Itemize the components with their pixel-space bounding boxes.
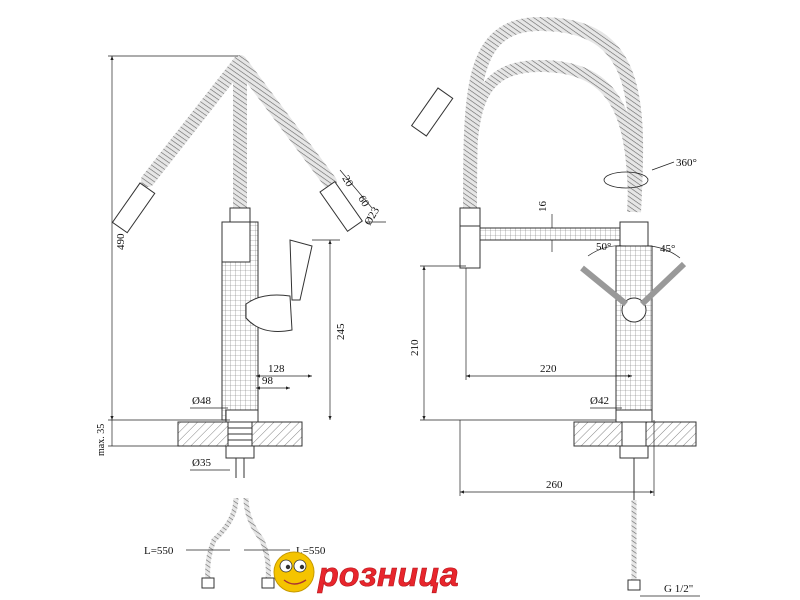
hose-inner-loop (464, 59, 640, 213)
dim-d48: Ø48 (192, 395, 211, 407)
spray-head-right (319, 180, 363, 233)
shank-nut (225, 445, 255, 459)
dimension-labels: 490 max. 35 Ø48 Ø35 128 98 245 20 60 Ø23… (96, 157, 697, 595)
dim-490: 490 (115, 233, 127, 250)
roznica-logo: розница (273, 551, 459, 594)
lever-pivot (621, 297, 647, 323)
front-view-dimensions (420, 161, 700, 597)
lever-pos-left (580, 265, 628, 307)
hose-nut-right (261, 577, 275, 589)
front-view (410, 16, 697, 591)
dim-220: 220 (540, 363, 557, 375)
logo-text: розница (317, 556, 459, 594)
side-view (111, 55, 363, 589)
base-ring (225, 409, 259, 423)
hose-nut-left (201, 577, 215, 589)
supply-hose-left (205, 497, 239, 581)
spout-collar (459, 207, 481, 229)
dim-360: 360° (676, 157, 697, 169)
dim-50deg: 50° (596, 241, 611, 253)
supply-hose-right (243, 497, 271, 581)
dim-98: 98 (262, 375, 274, 387)
side-view-dimensions (108, 55, 386, 551)
dim-245: 245 (335, 323, 347, 340)
dim-d42: Ø42 (590, 395, 609, 407)
mascot-face (273, 551, 315, 593)
dim-20: 20 (339, 174, 355, 190)
supply-tubes (235, 458, 245, 478)
dim-60: 60 (355, 194, 371, 210)
lever-hub (245, 294, 293, 332)
front-shank-nut (619, 445, 649, 459)
shank-thread (228, 427, 252, 441)
front-shank (621, 421, 647, 447)
dim-210: 210 (409, 339, 421, 356)
dim-45deg: 45° (660, 243, 675, 255)
lever-pos-right (639, 261, 687, 307)
spout-arm (479, 227, 621, 241)
front-collar (619, 221, 649, 249)
dim-d35: Ø35 (192, 457, 211, 469)
lever-handle (289, 239, 313, 301)
front-body (615, 245, 653, 421)
spray-head-front (410, 87, 454, 137)
hose-left-arm (141, 55, 247, 187)
body-top-block (221, 221, 251, 263)
rotation-indicator (603, 171, 649, 189)
spray-head-left (111, 182, 156, 234)
front-base-ring (615, 409, 653, 423)
hose-right-arm (233, 55, 337, 189)
dim-260: 260 (546, 479, 563, 491)
dim-l550-left: L=550 (144, 545, 174, 557)
dim-max-35: max. 35 (96, 424, 107, 456)
spout-holder (459, 225, 481, 269)
front-hose-nut (627, 579, 641, 591)
dim-d23: Ø23 (362, 205, 382, 228)
hose-outer-loop (463, 16, 644, 213)
dim-16: 16 (537, 201, 549, 213)
dim-128: 128 (268, 363, 285, 375)
dim-g12: G 1/2" (664, 583, 693, 595)
